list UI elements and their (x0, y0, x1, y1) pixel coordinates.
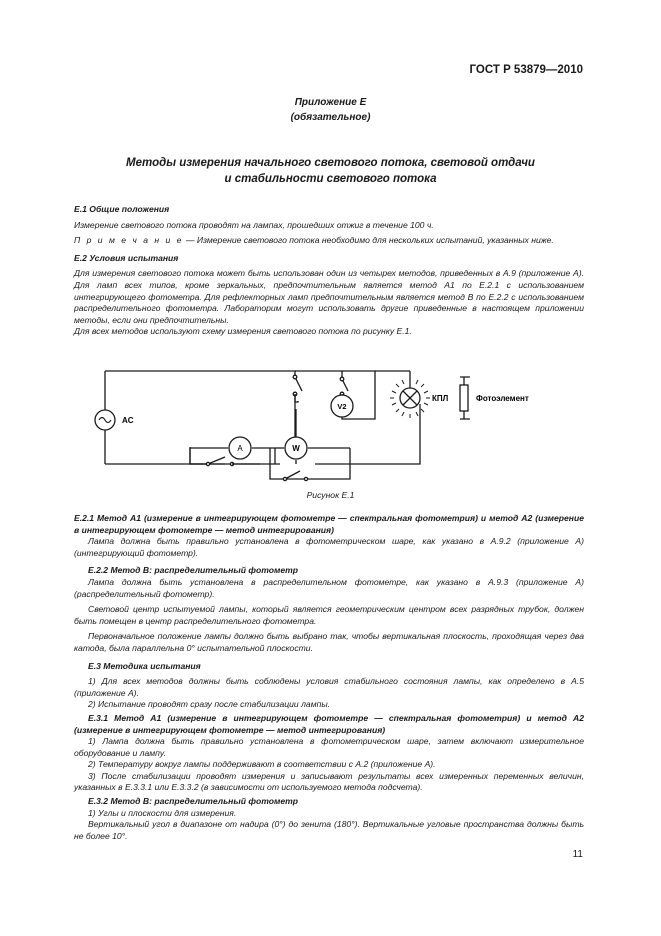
lamp-icon (390, 378, 430, 418)
e22-paragraph-1: Лампа должна быть установлена в распреде… (74, 576, 584, 599)
voltmeter-label: V2 (337, 402, 346, 411)
annex-status: (обязательное) (290, 112, 371, 123)
wattmeter-label: W (292, 444, 300, 453)
e3-heading: Е.3 Методика испытания (88, 660, 201, 671)
e1-heading: Е.1 Общие положения (74, 204, 170, 214)
photocell-icon (459, 376, 470, 420)
e31-paragraph-1: 1) Лампа должна быть правильно установле… (74, 736, 584, 758)
e32-paragraph-2: Вертикальный угол в диапазоне от надира … (74, 819, 584, 841)
sections-bottom: Е.2.1 Метод А1 (измерение в интегрирующе… (74, 513, 584, 842)
e22-paragraph-2: Световой центр испытуемой лампы, который… (74, 604, 584, 626)
e21-paragraph: Лампа должна быть правильно установлена … (74, 536, 584, 558)
circuit-diagram: AC A W V2 КПЛ Фотоэлемент (94, 370, 529, 482)
e32-heading: Е.3.2 Метод В: распределительный фотомет… (88, 796, 298, 807)
note-label: П р и м е ч а н и е (74, 235, 184, 246)
e2-heading: Е.2 Условия испытания (74, 252, 179, 263)
switch-a-bypass (207, 456, 226, 465)
switch-1 (294, 376, 303, 392)
switch-w-bypass (284, 470, 301, 480)
figure-caption: Рисунок Е.1 (306, 490, 355, 500)
wire-top-1 (105, 370, 296, 377)
voltmeter-icon (330, 394, 354, 418)
e3-paragraph-2: 2) Испытание проводят сразу после стабил… (88, 699, 331, 710)
lamp-label: КПЛ (432, 394, 449, 403)
e1-note: П р и м е ч а н и е — Измерение световог… (74, 235, 584, 247)
e1-paragraph: Измерение светового потока проводят на л… (74, 219, 434, 230)
e21-heading: Е.2.1 Метод А1 (измерение в интегрирующе… (74, 513, 584, 535)
sections-top: Е.1 Общие положения Измерение светового … (74, 204, 584, 338)
ammeter-label: A (237, 444, 243, 453)
e2-paragraph-1: Для измерения светового потока может быт… (74, 268, 584, 325)
ac-label: AC (122, 416, 134, 425)
e32-paragraph-1: 1) Углы и плоскости для измерения. (88, 807, 237, 818)
photocell-label: Фотоэлемент (476, 394, 529, 403)
e22-heading: Е.2.2 Метод В: распределительный фотомет… (88, 565, 298, 576)
e31-paragraph-3: 3) После стабилизации проводят измерения… (74, 770, 584, 793)
annex-title: Приложение Е (294, 97, 367, 108)
standard-code: ГОСТ Р 53879—2010 (469, 64, 583, 76)
e31-heading: Е.3.1 Метод А1 (измерение в интегрирующе… (74, 712, 584, 735)
e31-paragraph-2: 2) Температуру вокруг лампы поддерживают… (88, 759, 436, 770)
wire-lamp-return (315, 404, 421, 465)
main-title-line2: и стабильности светового потока (224, 173, 437, 185)
page-number: 11 (572, 849, 583, 860)
ammeter-icon (228, 436, 252, 460)
annex-header: Приложение Е (обязательное) (0, 95, 661, 125)
wire-top-2 (295, 370, 343, 379)
e2-paragraph-2: Для всех методов используют схему измере… (74, 326, 412, 337)
main-title-line1: Методы измерения начального светового по… (126, 157, 535, 169)
main-title: Методы измерения начального светового по… (0, 155, 661, 187)
note-text: — Измерение светового потока необходимо … (183, 235, 554, 246)
e22-paragraph-3: Первоначальное положение лампы должно бы… (74, 631, 584, 653)
e3-paragraph-1: 1) Для всех методов должны быть соблюден… (74, 676, 584, 698)
